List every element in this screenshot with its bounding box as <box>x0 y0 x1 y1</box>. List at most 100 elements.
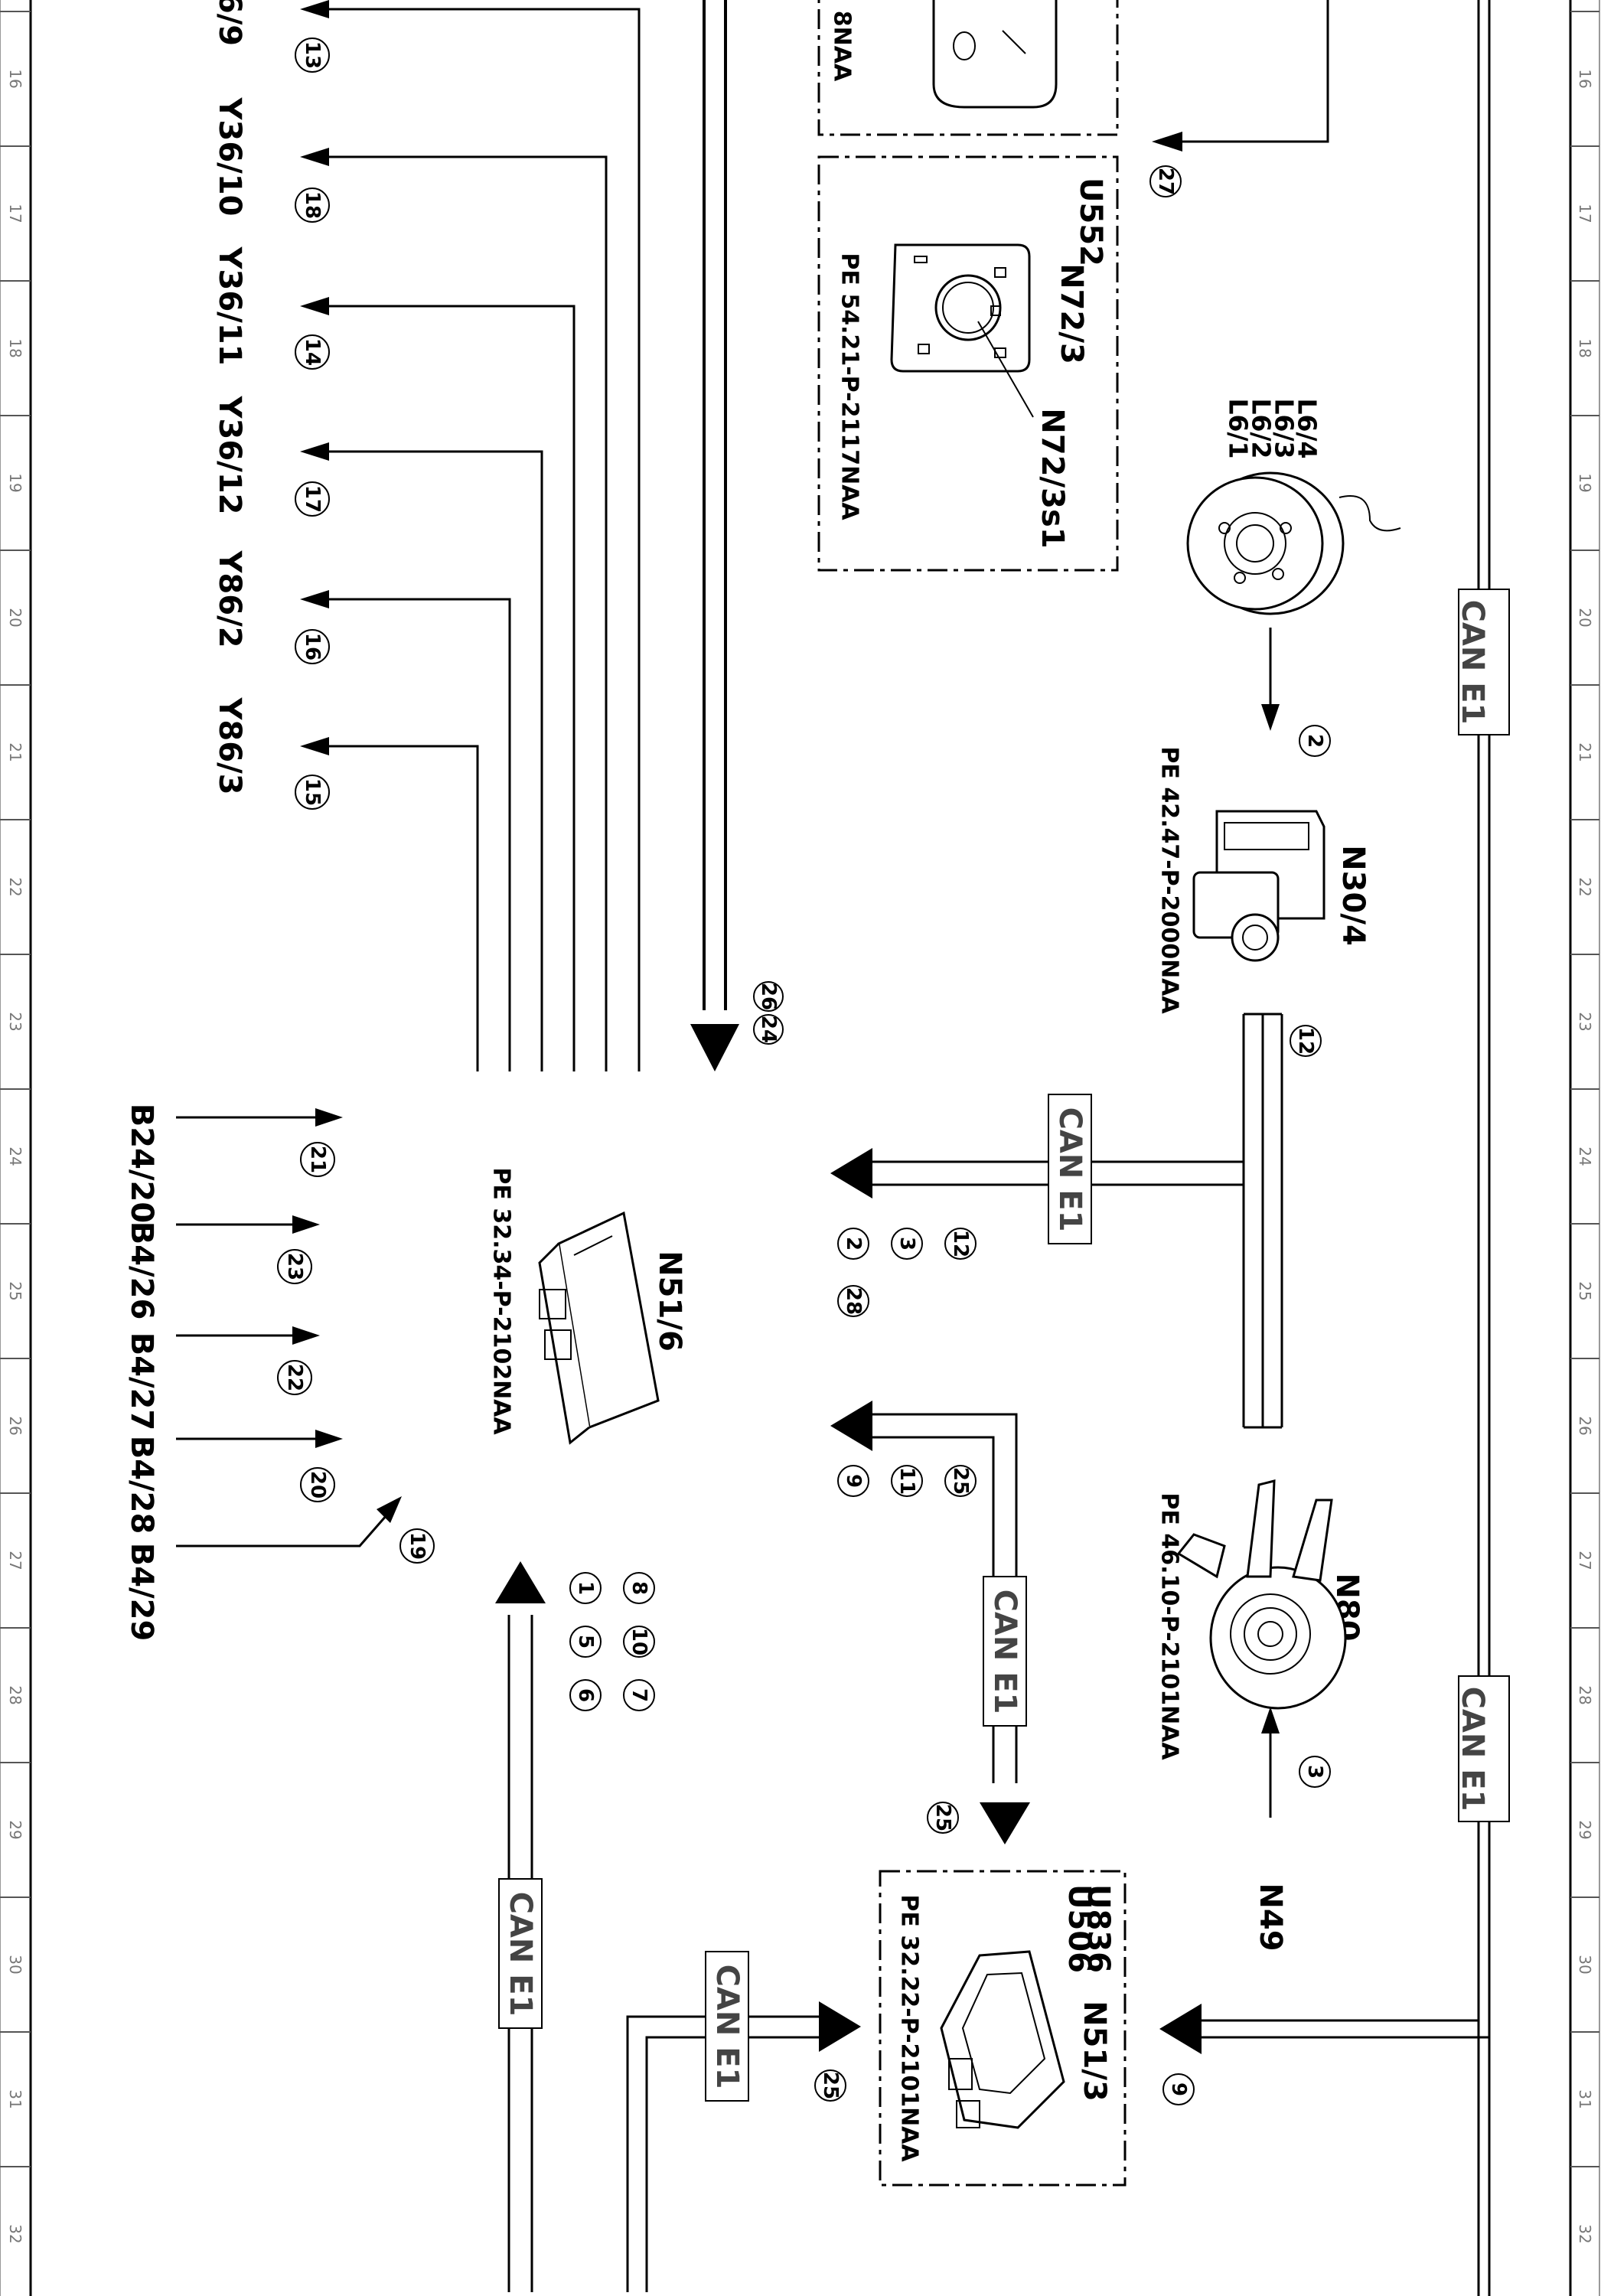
output-label-y36-12: Y36/12 <box>212 396 247 515</box>
grid-number: 16 <box>1576 69 1594 88</box>
grid-number: 20 <box>6 608 24 627</box>
num-24: 24 <box>757 1016 780 1043</box>
grid-number: 16 <box>6 69 24 88</box>
label-6-9: 6/9 <box>212 0 247 46</box>
num-2-l6: 2 <box>1303 734 1326 748</box>
left-grid-ruler <box>0 0 32 2296</box>
grid-number: 17 <box>6 204 24 223</box>
u552-label: U552 <box>1073 178 1108 266</box>
n51-6-ref: PE 32.34-P-2102NAA <box>488 1167 515 1435</box>
n72-3s1-label: N72/3s1 <box>1035 408 1070 548</box>
n51-3-ref: PE 32.22-P-2101NAA <box>896 1894 923 2162</box>
u506-label: U506 <box>1061 1884 1097 1973</box>
top-partial-label: 8NAA <box>829 11 856 82</box>
grid-number: 21 <box>1576 742 1594 762</box>
can-output-a: CAN E1 12 3 2 28 <box>830 1094 1244 1317</box>
can-in-num-5: 5 <box>574 1635 597 1649</box>
num-12-n30: 12 <box>1294 1027 1317 1055</box>
grid-number: 32 <box>6 2224 24 2243</box>
grid-number: 23 <box>6 1012 24 1031</box>
grid-number: 19 <box>6 473 24 492</box>
sensor-labels: B24/20 B4/26 B4/27 B4/28 B4/29 <box>124 1104 159 1642</box>
n30-4-ref: PE 42.47-P-2000NAA <box>1156 746 1183 1014</box>
output-num-17: 17 <box>301 485 324 513</box>
num-27: 27 <box>1154 168 1177 195</box>
can-in-num-6: 6 <box>574 1688 597 1702</box>
n30-4-label: N30/4 <box>1335 845 1371 946</box>
grid-number: 26 <box>1576 1416 1594 1435</box>
sensor-num-23: 23 <box>283 1253 306 1280</box>
grid-number: 27 <box>6 1551 24 1570</box>
sensor-label-b4-27: B4/27 <box>124 1332 159 1431</box>
sensor-label-b4-28: B4/28 <box>124 1436 159 1534</box>
component-n30-4: N30/4 PE 42.47-P-2000NAA 12 <box>1156 746 1371 1429</box>
grid-number: 21 <box>6 742 24 762</box>
right-grid-ruler <box>1569 0 1600 2296</box>
top-partial-component: 8NAA <box>817 0 1119 136</box>
sensor-num-19: 19 <box>406 1532 429 1560</box>
can-a-num-2: 2 <box>842 1237 865 1251</box>
grid-number: 29 <box>6 1820 24 1839</box>
grid-number: 24 <box>6 1146 24 1166</box>
sensor-label-b4-29: B4/29 <box>124 1543 159 1642</box>
grid-number: 31 <box>1576 2089 1594 2108</box>
grid-number: 30 <box>1576 1955 1594 1974</box>
grid-number: 31 <box>6 2089 24 2108</box>
l6-1-label: L6/1 <box>1224 398 1254 458</box>
l6-2-label: L6/2 <box>1247 398 1277 458</box>
grid-number: 18 <box>6 338 24 357</box>
can-label-bottom: CAN E1 <box>1455 1687 1490 1812</box>
num-9-n51-3: 9 <box>1167 2082 1190 2096</box>
grid-number: 26 <box>6 1416 24 1435</box>
can-in-num-7: 7 <box>628 1688 651 1702</box>
grid-number: 28 <box>6 1685 24 1704</box>
can-label-b: CAN E1 <box>987 1590 1022 1714</box>
sensor-label-b24-20: B24/20 <box>124 1104 159 1223</box>
n51-3-label: N51/3 <box>1077 2001 1112 2102</box>
n80-ref: PE 46.10-P-2101NAA <box>1156 1492 1183 1760</box>
num-13: 13 <box>301 41 324 69</box>
num-3-n80: 3 <box>1303 1765 1326 1779</box>
can-in-num-8: 8 <box>628 1581 651 1595</box>
can-output-b: CAN E1 25 11 9 25 <box>830 1401 1030 1844</box>
component-n51-3: U836 U506 N51/3 PE 32.22-P-2101NAA 9 CAN… <box>626 1870 1489 2292</box>
output-num-16: 16 <box>301 633 324 660</box>
l6-3-label: L6/3 <box>1270 398 1299 458</box>
output-num-15: 15 <box>301 778 324 806</box>
output-num-14: 14 <box>301 338 324 366</box>
can-bus-main: CAN E1 CAN E1 <box>1455 0 1510 2296</box>
grid-number: 27 <box>1576 1551 1594 1570</box>
can-label-n51-3: CAN E1 <box>709 1965 745 2089</box>
grid-number: 22 <box>6 877 24 896</box>
wire-27: 27 <box>1149 0 1329 197</box>
sensor-inputs: 21 23 22 20 19 <box>176 1108 435 1564</box>
output-wires: 13 6/9 <box>212 0 641 1071</box>
n51-6-label: N51/6 <box>652 1251 687 1352</box>
grid-number: 29 <box>1576 1820 1594 1839</box>
can-input: CAN E1 8 10 7 1 5 6 <box>495 1561 655 2292</box>
can-label-in: CAN E1 <box>503 1892 538 2017</box>
output-label-y86-2: Y86/2 <box>212 550 247 647</box>
n49-label: N49 <box>1253 1883 1288 1951</box>
num-26: 26 <box>757 983 780 1010</box>
grid-number: 32 <box>1576 2224 1594 2243</box>
wire-26-24: 26 24 <box>690 0 784 1071</box>
grid-number: 19 <box>1576 473 1594 492</box>
output-label-y86-3: Y86/3 <box>212 696 247 794</box>
grid-number: 23 <box>1576 1012 1594 1031</box>
can-b-num-11: 11 <box>895 1467 918 1495</box>
output-label-y36-10: Y36/10 <box>212 97 247 217</box>
component-l6: L6/1 L6/2 L6/3 L6/4 2 <box>1186 398 1401 757</box>
sensor-num-21: 21 <box>306 1146 329 1173</box>
output-labels: Y36/10 18 Y36/11 14 Y36/12 17 Y86/2 16 Y… <box>212 97 330 810</box>
can-in-num-10: 10 <box>628 1628 651 1655</box>
grid-number: 24 <box>1576 1146 1594 1166</box>
grid-number: 17 <box>1576 204 1594 223</box>
grid-number: 25 <box>6 1281 24 1300</box>
grid-number: 25 <box>1576 1281 1594 1300</box>
grid-number: 20 <box>1576 608 1594 627</box>
can-b-num-25: 25 <box>949 1467 972 1495</box>
can-label-top: CAN E1 <box>1455 600 1490 725</box>
num-25-arrow: 25 <box>931 1804 954 1831</box>
